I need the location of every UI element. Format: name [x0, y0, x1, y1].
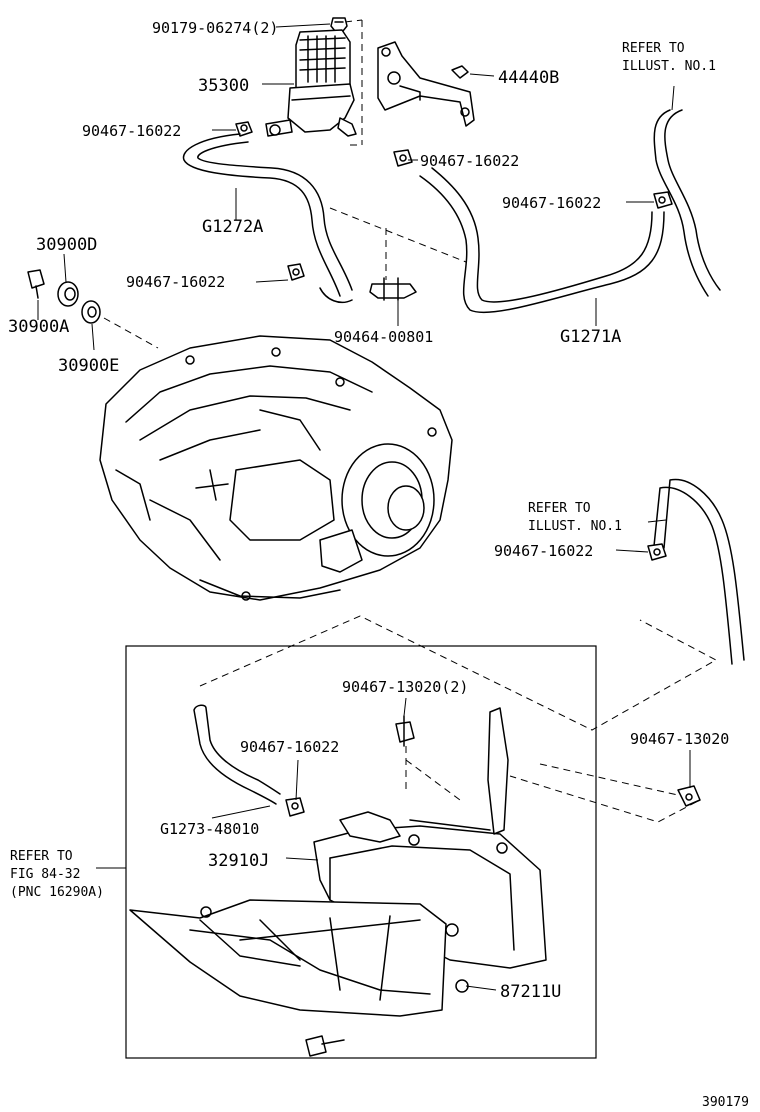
label-30900E: 30900E — [58, 356, 119, 376]
dashed-link-clamp-g — [405, 746, 461, 801]
label-90467-13020: 90467-13020 — [630, 730, 729, 748]
refer-hose-middle-icon — [653, 478, 745, 665]
cover-87211U-icon — [129, 899, 469, 1017]
dashed-link-clamp-right — [509, 763, 702, 823]
label-90467-16022-e: 90467-16022 — [494, 542, 593, 560]
ring-30900E-icon — [81, 300, 101, 324]
dashed-leader-nut — [344, 19, 363, 23]
grommet-30900D-icon — [57, 281, 79, 307]
label-90467-16022-d: 90467-16022 — [126, 273, 225, 291]
label-90464-00801: 90464-00801 — [334, 328, 433, 346]
label-90467-13020-2: 90467-13020(2) — [342, 678, 468, 696]
label-87211U: 87211U — [500, 982, 561, 1002]
clamp-icon-g — [395, 715, 415, 747]
hose-G1273-icon — [193, 704, 281, 805]
label-fig-line1: REFER TO — [10, 849, 73, 864]
label-90467-16022-b: 90467-16022 — [420, 152, 519, 170]
detail-box-frame — [125, 645, 597, 1059]
label-refer2-line1: REFER TO — [528, 501, 591, 516]
label-44440B: 44440B — [498, 68, 559, 88]
label-fig-line3: (PNC 16290A) — [10, 885, 104, 900]
leader-lines — [37, 23, 691, 991]
label-30900D: 30900D — [36, 235, 97, 255]
canister-32910J-icon — [313, 707, 547, 969]
bolt-bottom-icon — [305, 1035, 345, 1057]
dashed-link-box-to-refer — [199, 615, 718, 731]
label-refer1-line1: REFER TO — [622, 41, 685, 56]
label-G1272A: G1272A — [202, 217, 263, 237]
clamp-icon-h — [677, 785, 701, 807]
clamp-icon-f — [285, 797, 305, 817]
bracket-44440B-icon — [377, 41, 475, 127]
label-90467-16022-a: 90467-16022 — [82, 122, 181, 140]
bolt-30900A-icon — [27, 269, 45, 299]
label-90179-06274: 90179-06274(2) — [152, 19, 278, 37]
label-G1271A: G1271A — [560, 327, 621, 347]
label-90467-16022-c: 90467-16022 — [502, 194, 601, 212]
clamp-icon-b — [287, 263, 305, 281]
filter-group-dashed-frame — [350, 20, 363, 146]
clamp-icon-c — [393, 149, 413, 167]
label-refer1-line2: ILLUST. NO.1 — [622, 59, 716, 74]
label-30900A: 30900A — [8, 317, 69, 337]
hose-G1271A-icon — [419, 167, 665, 314]
label-refer2-line2: ILLUST. NO.1 — [528, 519, 622, 534]
dashed-link-ring — [103, 317, 159, 349]
hose-G1272A-icon — [182, 133, 353, 304]
transaxle-icon — [99, 335, 453, 601]
label-90467-16022-f: 90467-16022 — [240, 738, 339, 756]
label-fig-line2: FIG 84-32 — [10, 867, 80, 882]
refer-hose-top-icon — [653, 109, 721, 297]
filter-35300-icon — [265, 29, 357, 137]
clamp-icon-e — [647, 543, 667, 561]
label-G1273-48010: G1273-48010 — [160, 820, 259, 838]
nut-90179-icon — [330, 17, 348, 32]
label-35300: 35300 — [198, 76, 249, 96]
dashed-link-hose-junction — [329, 207, 467, 263]
clamp-icon-a — [235, 121, 253, 137]
clamp-icon-d — [653, 191, 673, 209]
diagram-code: 390179 — [702, 1095, 749, 1110]
label-32910J: 32910J — [208, 851, 269, 871]
clip-90464-icon — [369, 277, 417, 301]
